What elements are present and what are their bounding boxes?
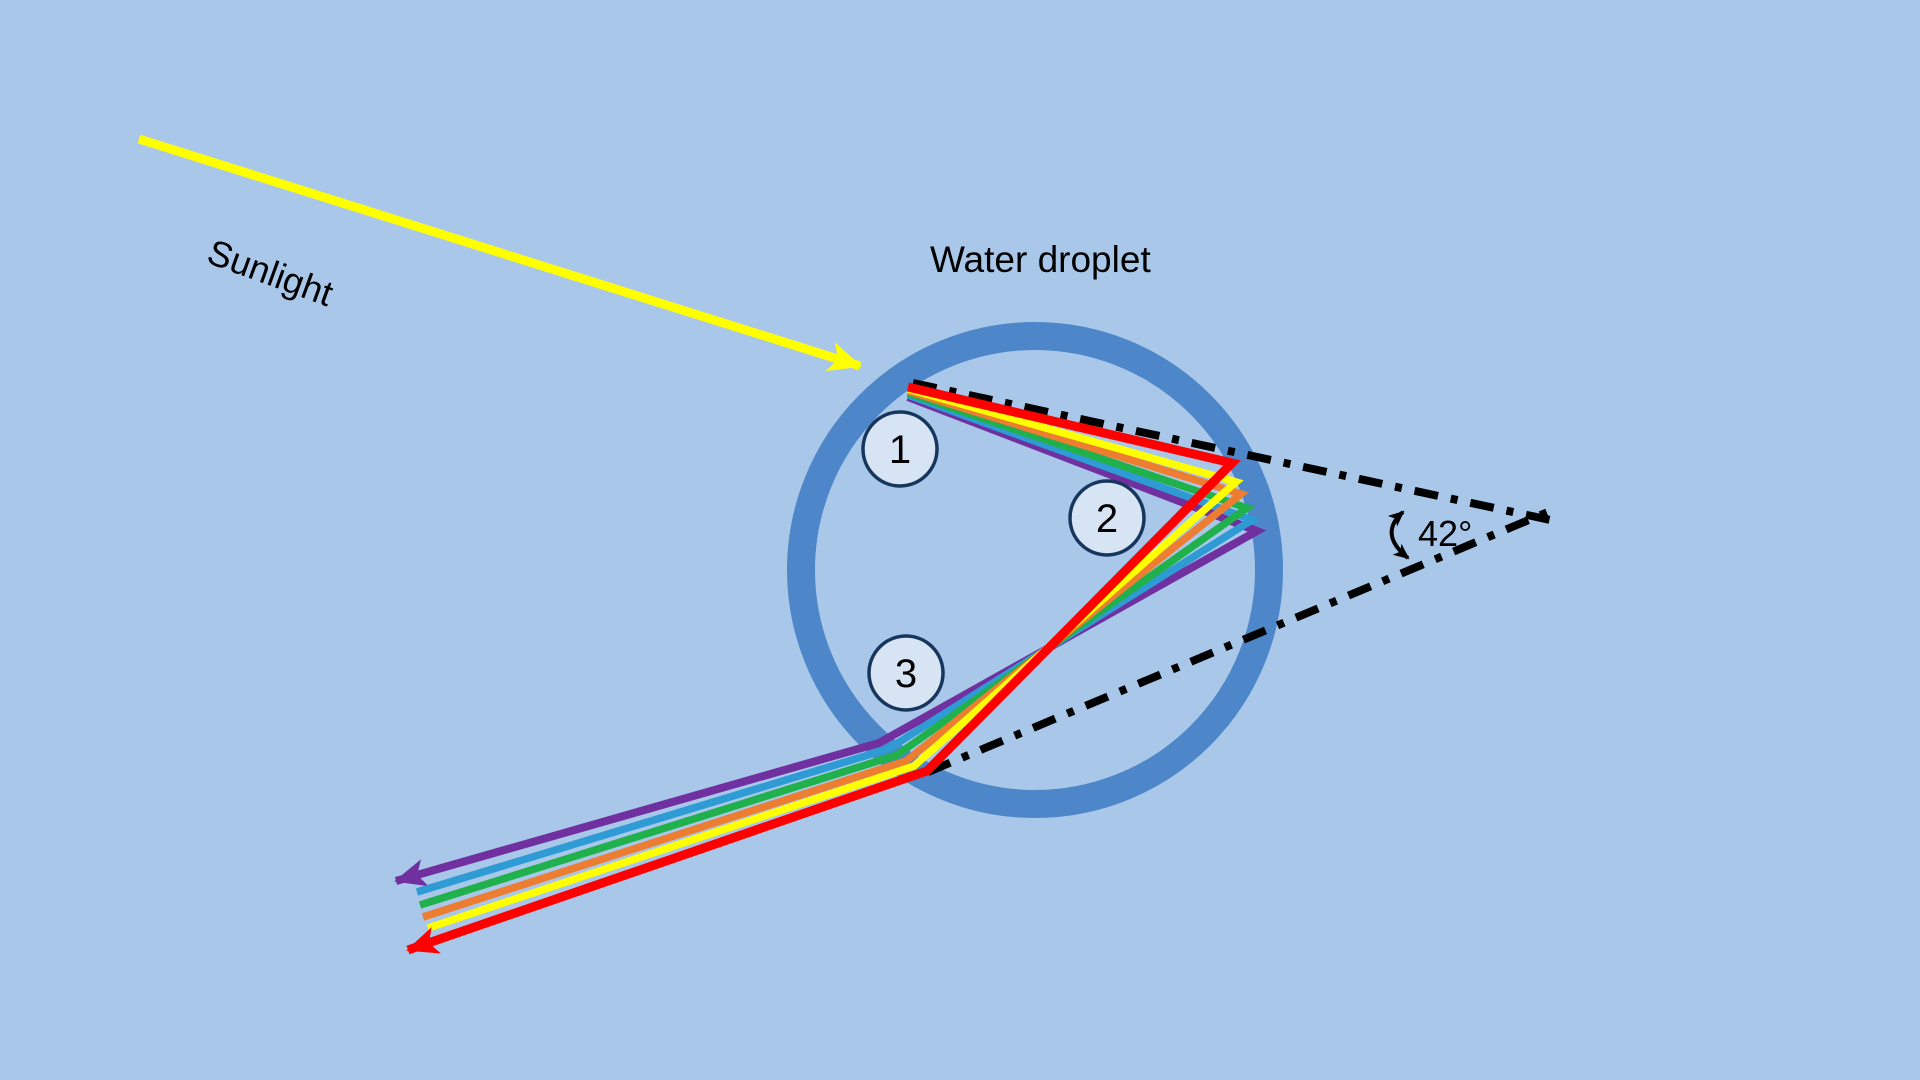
sunlight-ray-arrow [137, 134, 862, 371]
water-droplet-circle [787, 322, 1283, 818]
diagram-title: Water droplet [930, 239, 1151, 280]
spectrum-rays [394, 382, 1267, 955]
point-1-circle [861, 410, 939, 488]
point-1-number: 1 [889, 428, 911, 472]
interaction-point-3: 3 [867, 634, 945, 712]
point-3-circle [867, 634, 945, 712]
ray-red [406, 382, 1241, 955]
point-2-circle [1068, 479, 1146, 557]
angle-upper-dashdot-line [912, 379, 1556, 525]
point-2-number: 2 [1096, 497, 1118, 541]
point-3-number: 3 [895, 652, 917, 696]
angle-value-label: 42° [1418, 513, 1472, 554]
interaction-point-2: 2 [1068, 479, 1146, 557]
angle-arc-arrow [1387, 510, 1410, 560]
interaction-point-1: 1 [861, 410, 939, 488]
